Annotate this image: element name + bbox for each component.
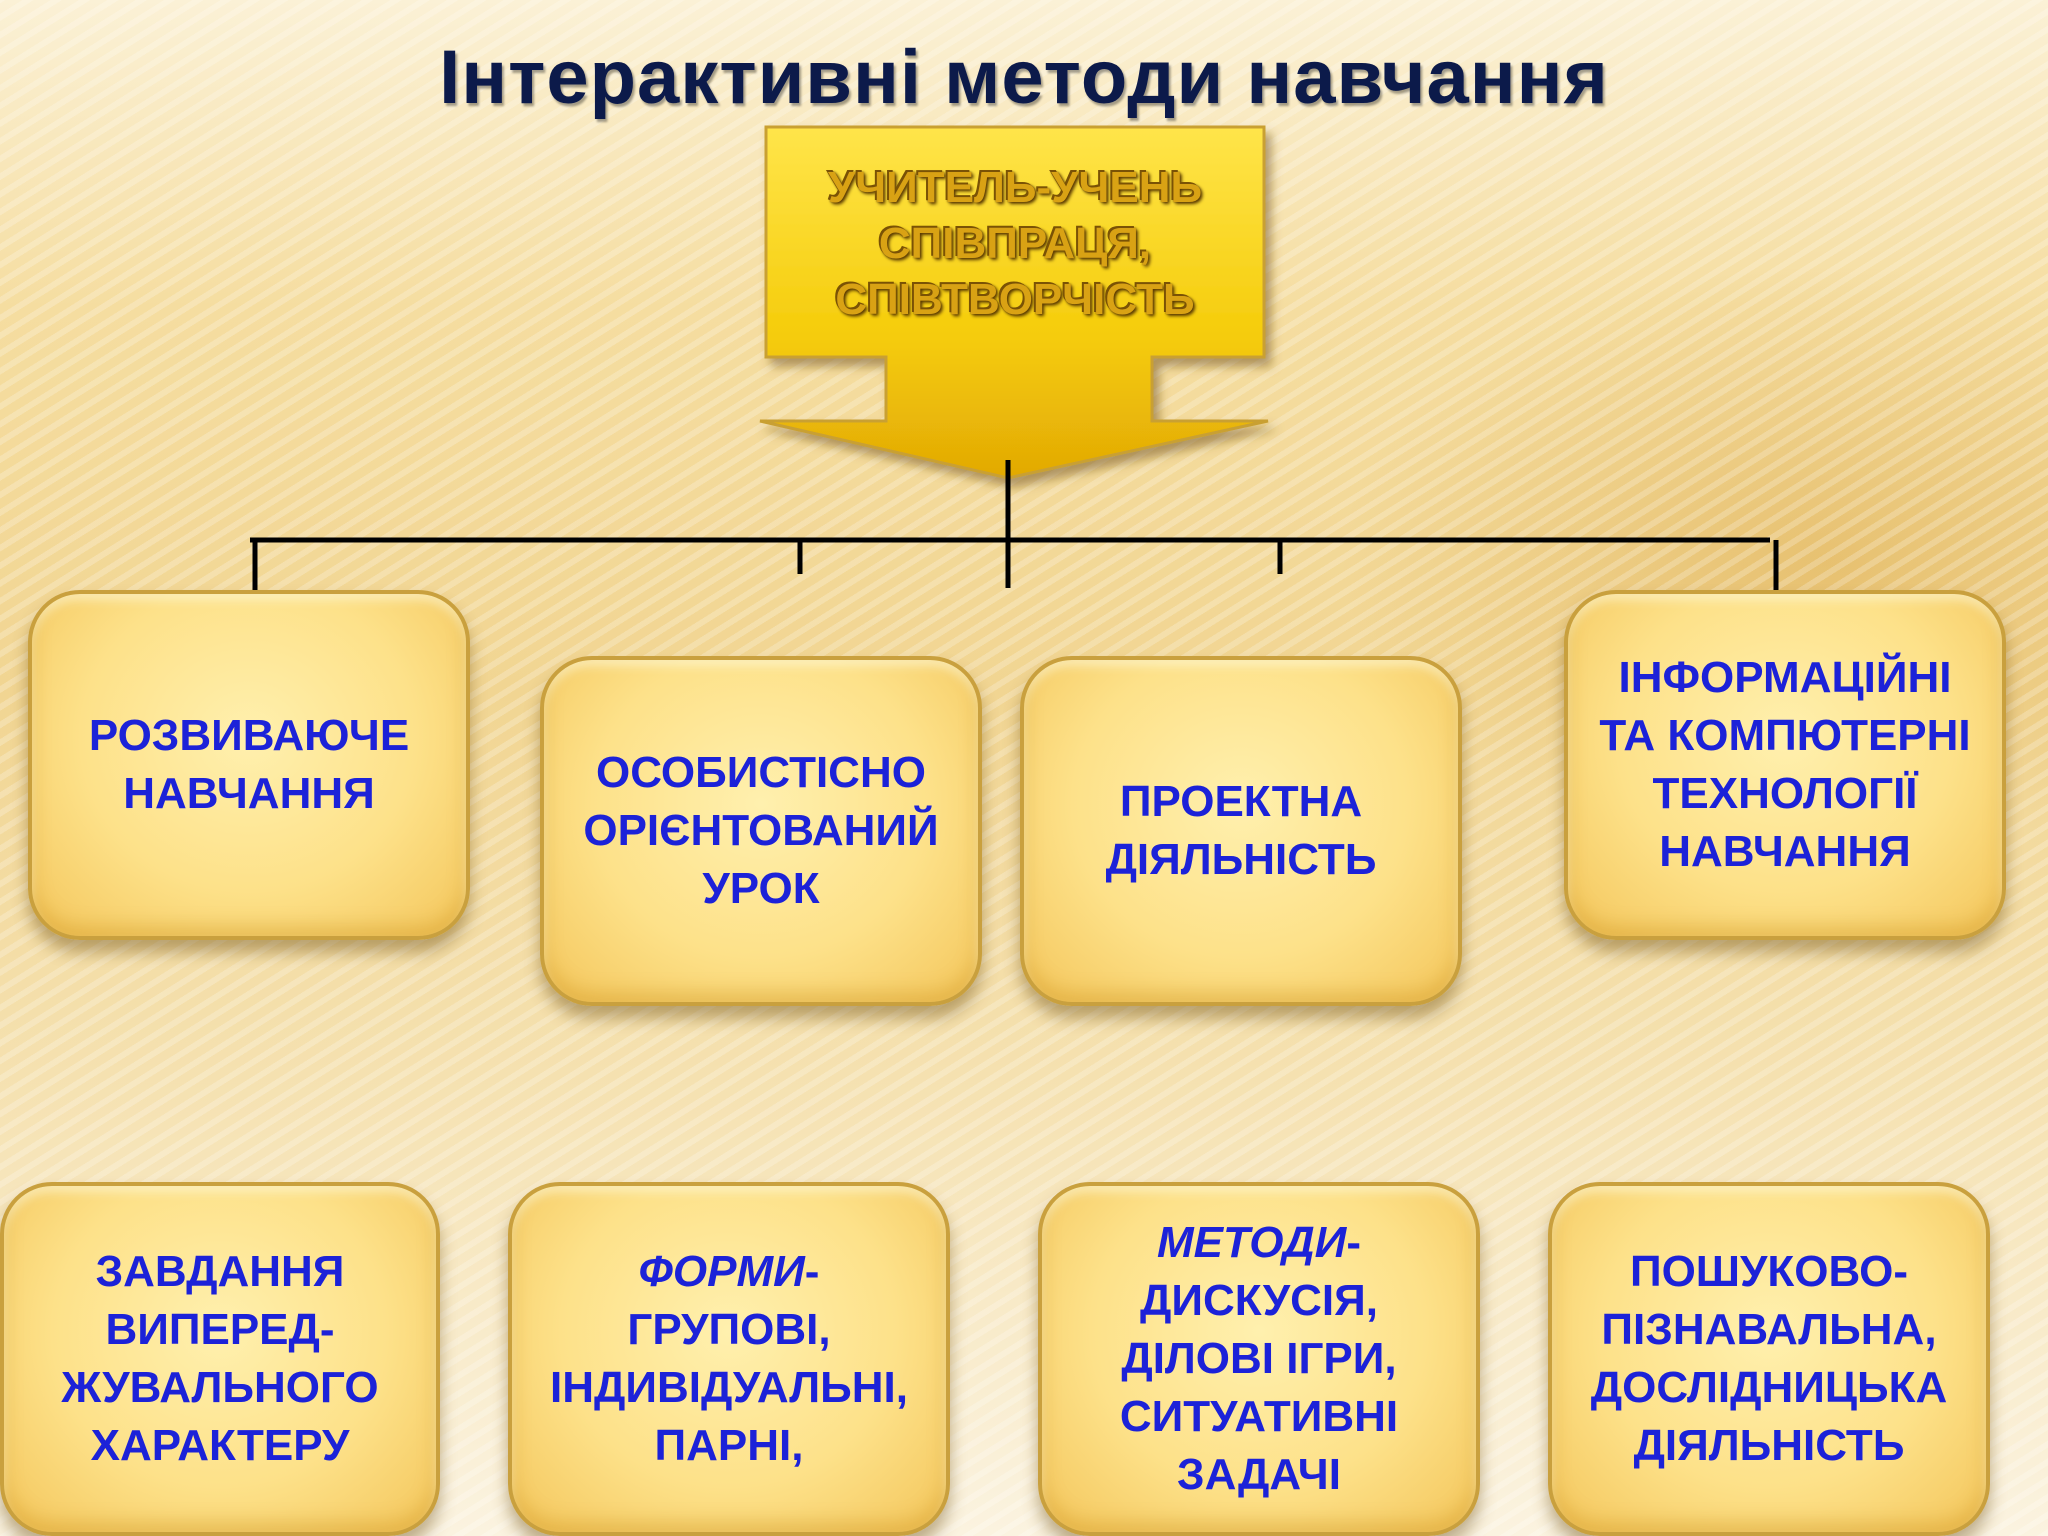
center-arrow-label: УЧИТЕЛЬ-УЧЕНЬ СПІВПРАЦЯ, СПІВТВОРЧІСТЬ <box>765 160 1265 328</box>
box-methods: МЕТОДИ- ДИСКУСІЯ, ДІЛОВІ ІГРИ, СИТУАТИВН… <box>1038 1182 1480 1536</box>
box-label-wrap: ФОРМИ- ГРУПОВІ, ІНДИВІДУАЛЬНІ, ПАРНІ, <box>550 1243 908 1475</box>
box-label: ІНФОРМАЦІЙНІ ТА КОМПЮТЕРНІ ТЕХНОЛОГІЇ НА… <box>1599 653 1971 876</box>
box-lead: ФОРМИ <box>638 1247 805 1296</box>
box-label: ПРОЕКТНА ДІЯЛЬНІСТЬ <box>1105 777 1377 884</box>
box-lead-dash: - <box>1346 1218 1361 1267</box>
box-label: ЗАВДАННЯ ВИПЕРЕД- ЖУВАЛЬНОГО ХАРАКТЕРУ <box>61 1247 379 1470</box>
box-label: ПОШУКОВО- ПІЗНАВАЛЬНА, ДОСЛІДНИЦЬКА ДІЯЛ… <box>1590 1247 1948 1470</box>
center-arrow-shape <box>759 125 1269 480</box>
center-line-3: СПІВТВОРЧІСТЬ <box>835 275 1195 324</box>
box-label-wrap: МЕТОДИ- ДИСКУСІЯ, ДІЛОВІ ІГРИ, СИТУАТИВН… <box>1120 1214 1398 1504</box>
page-title: Інтерактивні методи навчання <box>439 35 1609 120</box>
box-project-activity: ПРОЕКТНА ДІЯЛЬНІСТЬ <box>1020 656 1462 1006</box>
box-label: ДИСКУСІЯ, ДІЛОВІ ІГРИ, СИТУАТИВНІ ЗАДАЧІ <box>1119 1276 1399 1499</box>
box-advance-tasks: ЗАВДАННЯ ВИПЕРЕД- ЖУВАЛЬНОГО ХАРАКТЕРУ <box>0 1182 440 1536</box>
box-label: ОСОБИСТІСНО ОРІЄНТОВАНИЙ УРОК <box>583 748 939 913</box>
connector-lines <box>250 460 1779 590</box>
box-forms: ФОРМИ- ГРУПОВІ, ІНДИВІДУАЛЬНІ, ПАРНІ, <box>508 1182 950 1536</box>
box-lead: МЕТОДИ <box>1156 1218 1347 1267</box>
box-research-activity: ПОШУКОВО- ПІЗНАВАЛЬНА, ДОСЛІДНИЦЬКА ДІЯЛ… <box>1548 1182 1990 1536</box>
center-line-1: УЧИТЕЛЬ-УЧЕНЬ <box>827 163 1203 212</box>
box-developmental-learning: РОЗВИВАЮЧЕ НАВЧАННЯ <box>28 590 470 940</box>
center-line-2: СПІВПРАЦЯ, <box>878 219 1152 268</box>
box-lead-dash: - <box>804 1247 820 1296</box>
box-ict-learning: ІНФОРМАЦІЙНІ ТА КОМПЮТЕРНІ ТЕХНОЛОГІЇ НА… <box>1564 590 2006 940</box>
box-person-oriented-lesson: ОСОБИСТІСНО ОРІЄНТОВАНИЙ УРОК <box>540 656 982 1006</box>
box-label: РОЗВИВАЮЧЕ НАВЧАННЯ <box>88 711 410 818</box>
box-label: ГРУПОВІ, ІНДИВІДУАЛЬНІ, ПАРНІ, <box>550 1305 908 1470</box>
